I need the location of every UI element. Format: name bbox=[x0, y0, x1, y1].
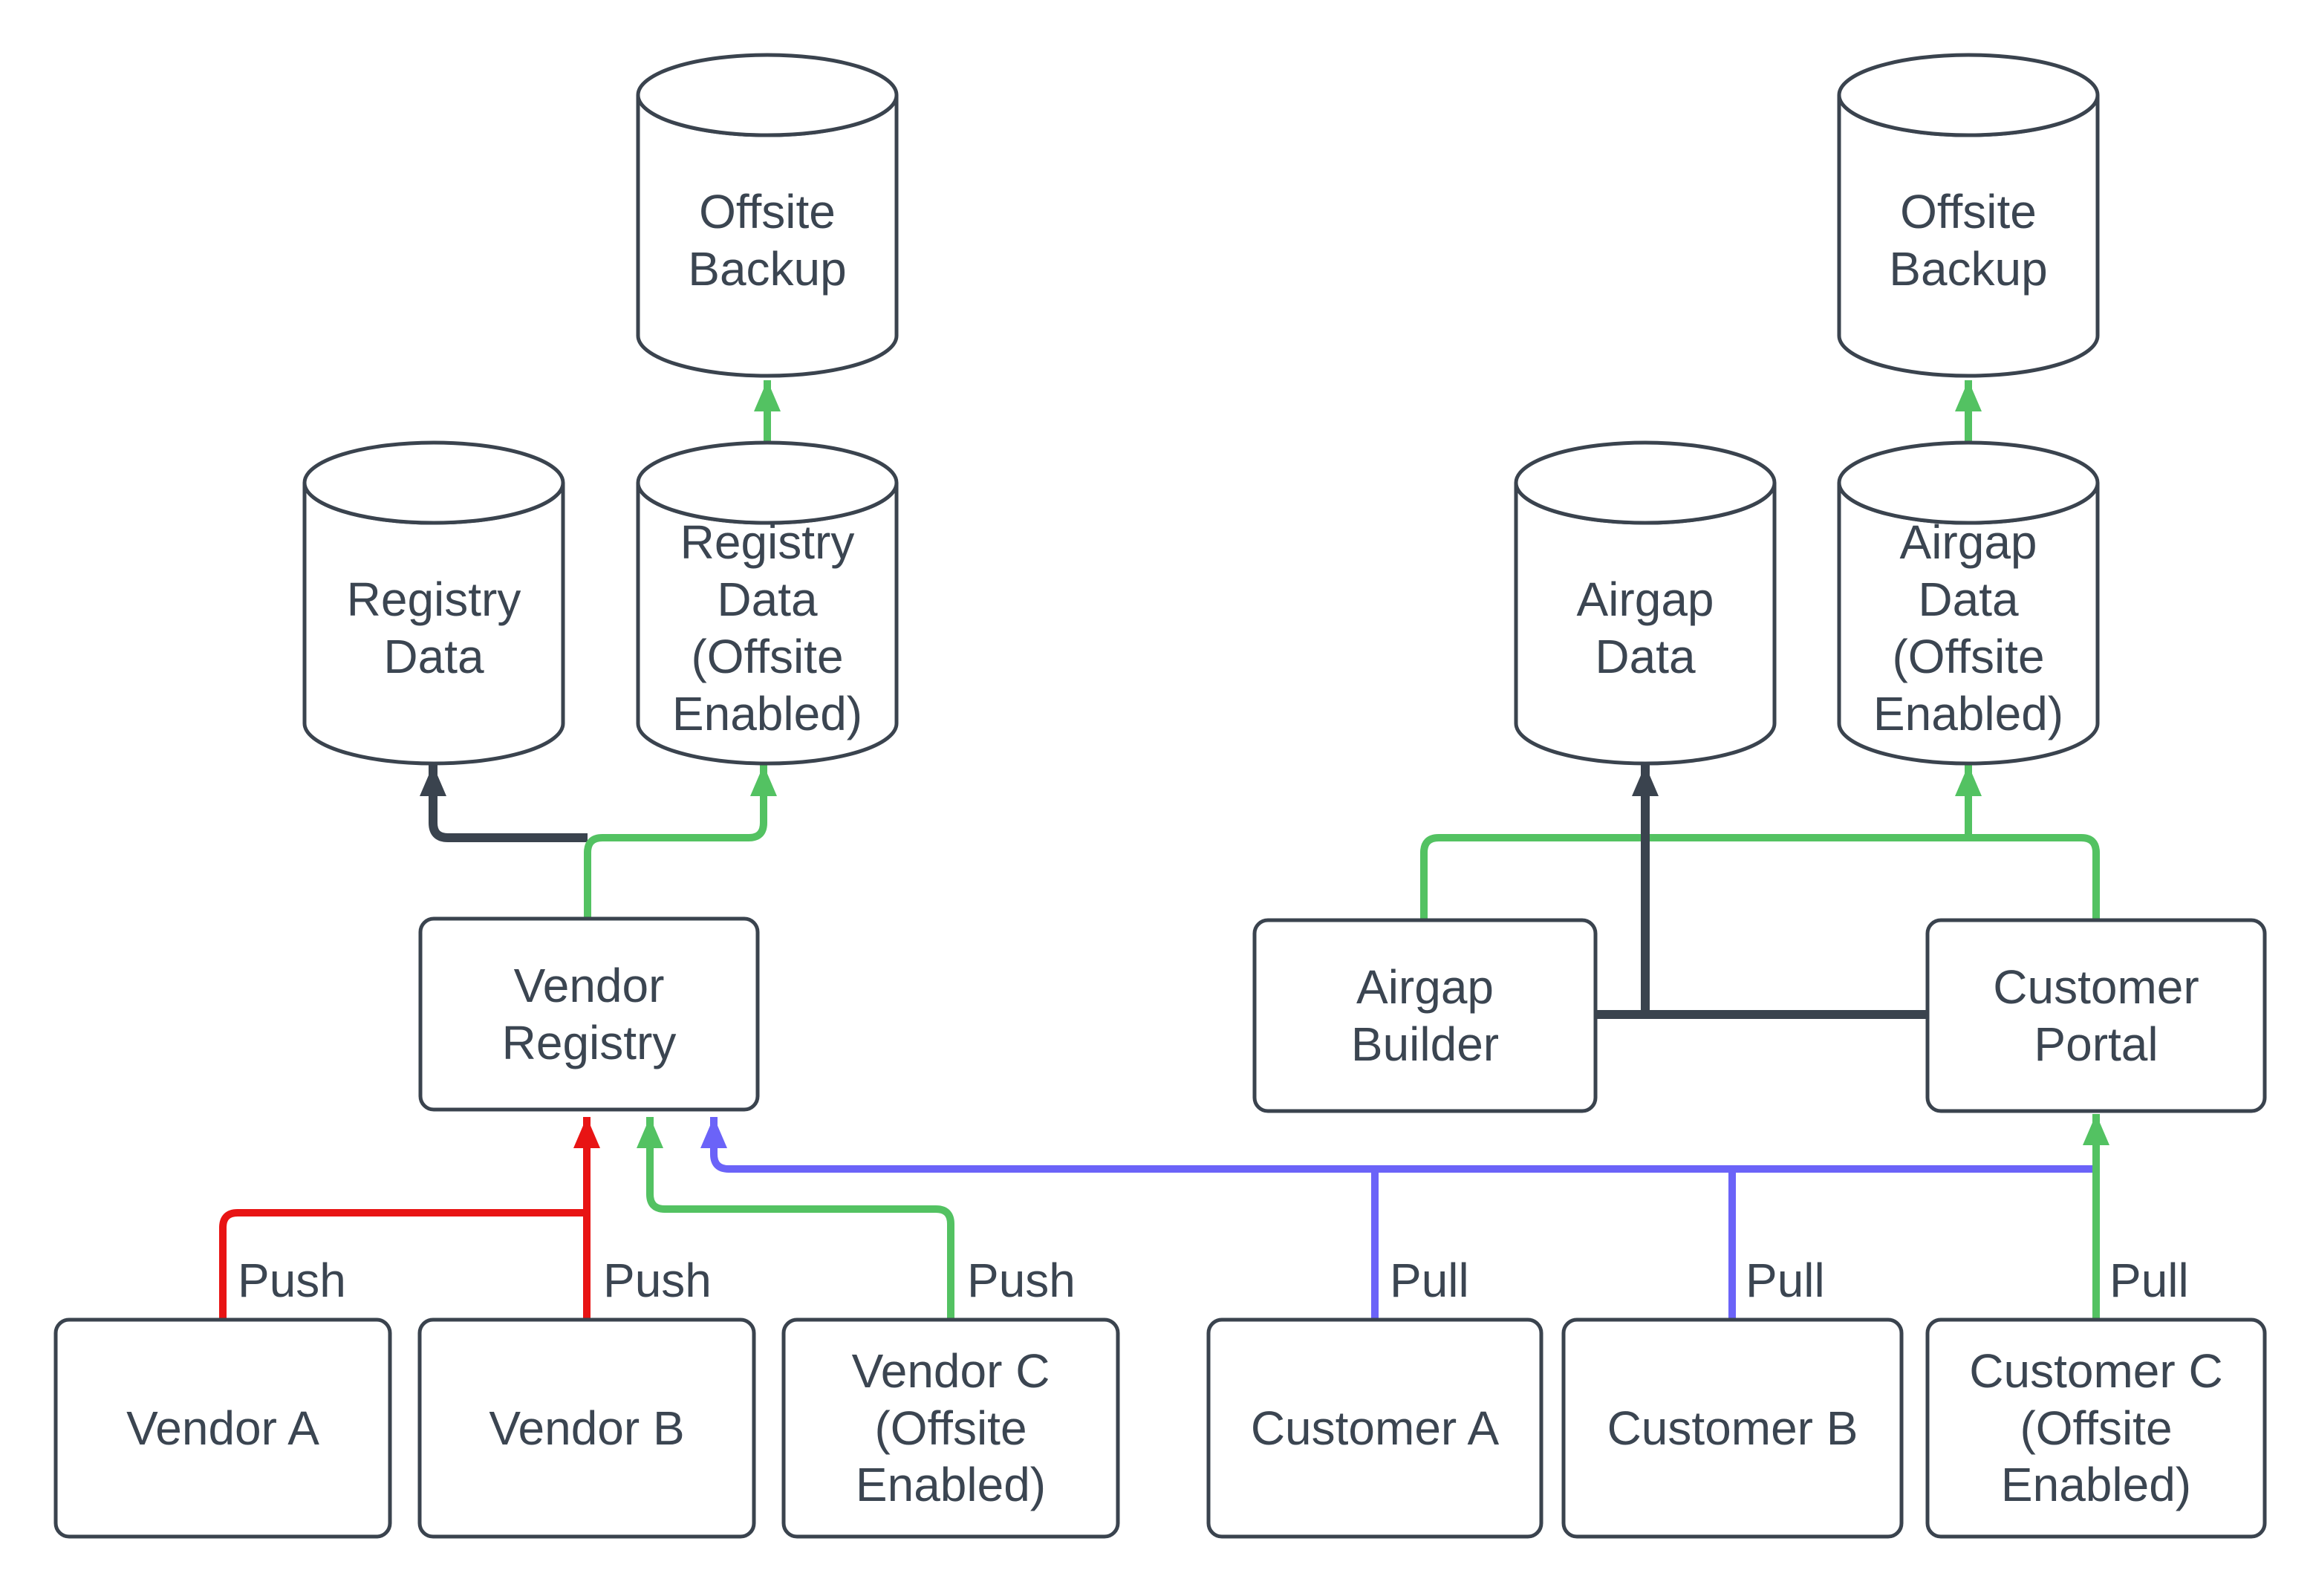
box-customer-a bbox=[1206, 1317, 1543, 1539]
edge-vendor-c-push bbox=[637, 1117, 954, 1320]
edges bbox=[219, 380, 2109, 1320]
edge-registry-to-registry-data-offsite bbox=[584, 765, 777, 919]
box-vendor-b bbox=[417, 1317, 756, 1539]
box-airgap-builder bbox=[1252, 918, 1598, 1113]
edge-portal-to-airgap-builder bbox=[1420, 834, 2100, 920]
shapes bbox=[53, 53, 2267, 1539]
cylinder-offsite-backup-left bbox=[636, 53, 899, 378]
edge-vendor-a-push bbox=[219, 1209, 588, 1320]
cylinder-airgap-data bbox=[1514, 440, 1777, 766]
cylinder-offsite-backup-right bbox=[1837, 53, 2100, 378]
cylinder-registry-data-offsite bbox=[636, 440, 899, 766]
cylinder-registry-data bbox=[302, 440, 565, 766]
box-customer-c bbox=[1925, 1317, 2267, 1539]
box-customer-b bbox=[1561, 1317, 1904, 1539]
box-vendor-a bbox=[53, 1317, 392, 1539]
edge-pull-rail-to-registry bbox=[700, 1117, 2096, 1173]
box-customer-portal bbox=[1925, 918, 2267, 1113]
cylinder-airgap-data-offsite bbox=[1837, 440, 2100, 766]
box-vendor-c bbox=[781, 1317, 1120, 1539]
box-vendor-registry bbox=[418, 916, 760, 1112]
edge-registry-to-registry-data bbox=[420, 765, 588, 842]
